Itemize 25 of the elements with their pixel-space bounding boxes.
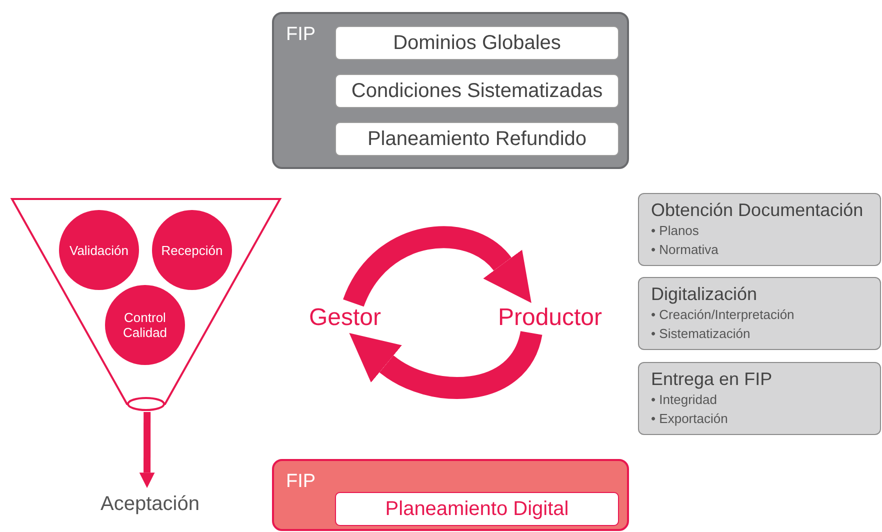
group-title: FIP [286, 471, 316, 493]
card-heading: Digitalización [651, 283, 758, 305]
result-label: Aceptación [88, 488, 212, 520]
step-card [638, 193, 881, 266]
group-panel [272, 12, 629, 169]
bullet-item: • Exportación [651, 410, 729, 428]
bullet-item: • Integridad [651, 391, 718, 409]
card-heading: Entrega en FIP [651, 368, 774, 390]
step-card [638, 362, 881, 435]
role-label: Gestor [303, 303, 387, 333]
process-box: Dominios Globales [335, 26, 619, 60]
group-title: FIP [286, 24, 316, 46]
process-box: Condiciones Sistematizadas [335, 74, 619, 108]
bullet-item: • Planos [651, 222, 700, 240]
bullet-item: • Sistematización [651, 325, 752, 343]
arrow [139, 412, 155, 488]
group-panel [272, 459, 629, 531]
card-heading: Obtención Documentación [651, 199, 864, 221]
bullet-item: • Creación/Interpretación [651, 306, 796, 324]
process-box: Planeamiento Refundido [335, 122, 619, 156]
role-label: Productor [488, 303, 612, 333]
arrow [346, 330, 542, 399]
step-card [638, 277, 881, 350]
bullet-item: • Normativa [651, 241, 720, 259]
process-box: Planeamiento Digital [335, 492, 619, 526]
